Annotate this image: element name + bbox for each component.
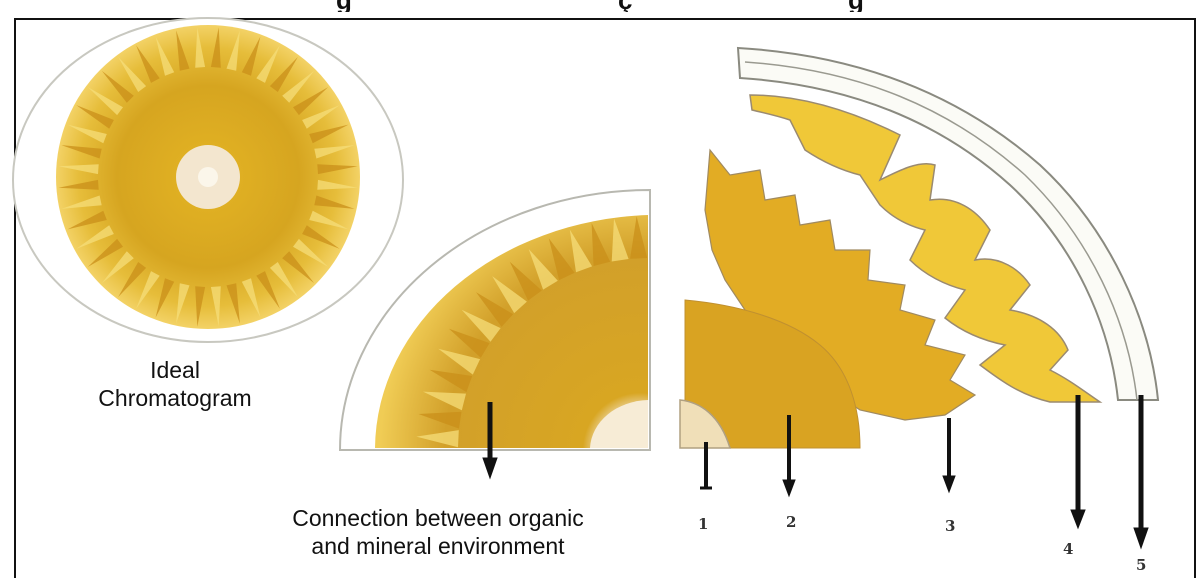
zone-label-3: 3 [945,517,955,535]
connection-label: Connection between organic and mineral e… [238,504,638,560]
zone-label-5: 5 [1136,556,1146,574]
arrow-zone-4 [1071,395,1085,528]
zones-diagram [680,48,1158,448]
zone-label-2: 2 [786,513,796,531]
ideal-chromatogram-label: Ideal Chromatogram [80,356,270,412]
ideal-label-line2: Chromatogram [80,384,270,412]
ideal-label-line1: Ideal [80,356,270,384]
arrow-zone-3 [943,418,955,492]
arrow-zone-5 [1134,395,1148,548]
zone-label-4: 4 [1063,540,1073,558]
zone-label-1: 1 [698,515,708,533]
connection-label-line2: and mineral environment [238,532,638,560]
arrow-zone-1 [700,442,712,488]
ideal-chromatogram-disc [13,18,403,342]
connection-label-line1: Connection between organic [238,504,638,532]
